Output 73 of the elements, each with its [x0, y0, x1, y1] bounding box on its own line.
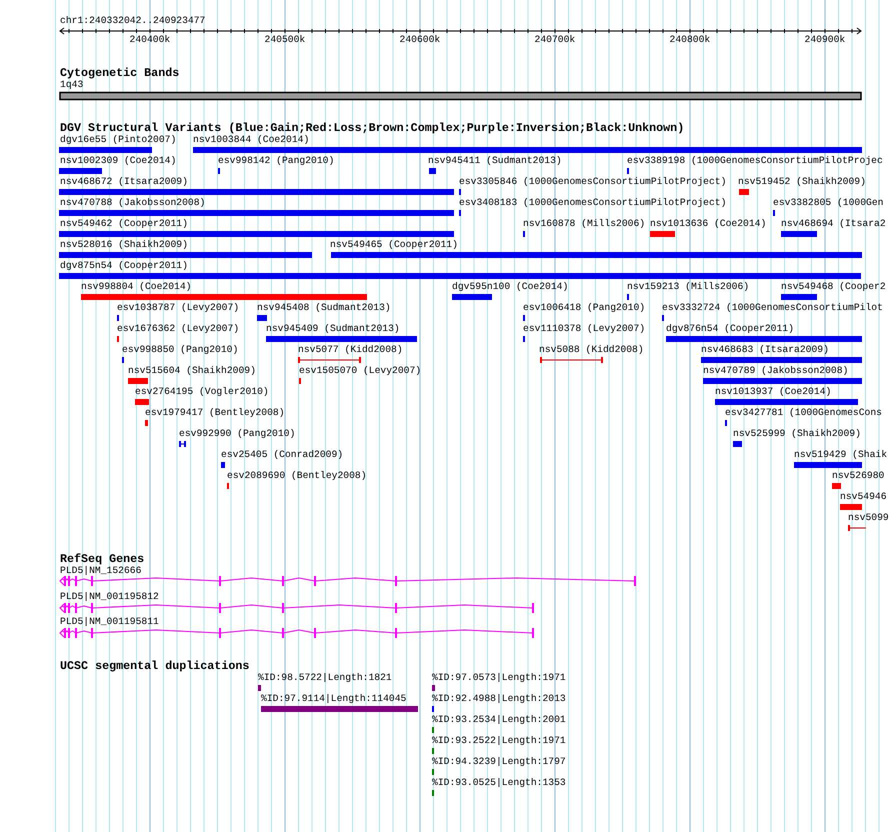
tick-label: 240600k: [400, 35, 440, 45]
variant-label: nsv5088 (Kidd2008): [539, 345, 644, 355]
variant-label: esv992990 (Pang2010): [179, 429, 296, 439]
variant-label: esv1676362 (Levy2007): [117, 324, 240, 334]
variant-label: nsv945411 (Sudmant2013): [428, 156, 562, 166]
tick-label: 240900k: [804, 35, 846, 45]
variant-label: nsv1002309 (Coe2014): [60, 156, 176, 166]
duplication-label: %ID:97.9114|Length:114045: [261, 694, 406, 704]
variant-label: nsv160878 (Mills2006): [523, 219, 646, 229]
variant-label: nsv528016 (Shaikh2009): [60, 240, 188, 250]
track-title: Cytogenetic Bands: [60, 68, 180, 79]
variant-label: nsv945408 (Sudmant2013): [257, 303, 391, 313]
variant-label: nsv549462 (Cooper2011): [60, 219, 188, 229]
duplication-label: %ID:98.5722|Length:1821: [258, 673, 392, 683]
variant-label: nsv5077 (Kidd2008): [298, 345, 403, 355]
variant-label: esv1038787 (Levy2007): [117, 303, 240, 313]
variant-label: nsv549468 (Cooper2: [781, 282, 886, 292]
variant-label: esv1006418 (Pang2010): [523, 303, 646, 313]
variant-label: nsv159213 (Mills2006): [627, 282, 750, 292]
duplication-label: %ID:97.0573|Length:1971: [432, 673, 566, 683]
variant-label: esv3305846 (1000GenomesConsortiumPilotProject): [459, 177, 726, 187]
variant-label: esv3332724 (1000GenomesConsortiumPilot: [662, 303, 883, 313]
duplication-label: %ID:93.2522|Length:1971: [432, 736, 566, 746]
variant-label: nsv525999 (Shaikh2009): [733, 429, 861, 439]
tick-label: 240500k: [264, 35, 306, 45]
variant-label: esv3408183 (1000GenomesConsortiumPilotProject): [459, 198, 726, 208]
variant-label: esv1505070 (Levy2007): [299, 366, 422, 376]
variant-label: nsv54946: [840, 492, 887, 502]
variant-label: nsv468694 (Itsara2: [781, 219, 886, 229]
variant-label: esv1110378 (Levy2007): [523, 324, 646, 334]
variant-label: nsv5099: [848, 513, 889, 523]
variant-label: esv25405 (Conrad2009): [221, 450, 344, 460]
duplication-label: %ID:93.0525|Length:1353: [432, 778, 566, 788]
variant-label: nsv1003844 (Coe2014): [193, 135, 310, 145]
tick-label: 240800k: [670, 35, 710, 45]
variant-label: esv3382805 (1000Gen: [773, 198, 884, 208]
variant-label: nsv468683 (Itsara2009): [701, 345, 829, 355]
gene-label: PLD5|NM_001195811: [60, 617, 159, 627]
variant-label: nsv1013937 (Coe2014): [715, 387, 832, 397]
band-label: 1q43: [60, 80, 84, 90]
variant-label: esv998850 (Pang2010): [122, 345, 238, 355]
tick-label: 240700k: [534, 35, 576, 45]
tick-label: 240400k: [130, 35, 170, 45]
variant-label: nsv945409 (Sudmant2013): [266, 324, 400, 334]
variant-label: nsv468672 (Itsara2009): [60, 177, 188, 187]
variant-label: esv998142 (Pang2010): [218, 156, 334, 166]
variant-label: nsv470789 (Jakobsson2008): [703, 366, 848, 376]
variant-label: nsv519452 (Shaikh2009): [738, 177, 866, 187]
duplication-label: %ID:92.4988|Length:2013: [432, 694, 566, 704]
track-title: DGV Structural Variants (Blue:Gain;Red:Loss;Brown:Complex;Purple:Inversion;Black:Unknown): [60, 123, 684, 134]
variant-label: nsv549465 (Cooper2011): [330, 240, 458, 250]
variant-label: esv2089690 (Bentley2008): [227, 471, 367, 481]
variant-label: nsv515604 (Shaikh2009): [128, 366, 256, 376]
variant-label: esv1979417 (Bentley2008): [145, 408, 285, 418]
variant-label: dgv876n54 (Cooper2011): [666, 324, 794, 334]
track-title: UCSC segmental duplications: [60, 661, 250, 672]
variant-label: esv3427781 (1000GenomesCons: [725, 408, 882, 418]
variant-label: dgv595n100 (Coe2014): [452, 282, 568, 292]
duplication-label: %ID:93.2534|Length:2001: [432, 715, 566, 725]
track-title: RefSeq Genes: [60, 554, 144, 565]
variant-label: esv2764195 (Vogler2010): [135, 387, 269, 397]
variant-label: nsv519429 (Shaik: [794, 450, 888, 460]
variant-label: nsv470788 (Jakobsson2008): [60, 198, 206, 208]
variant-label: dgv875n54 (Cooper2011): [60, 261, 188, 271]
position-label: chr1:240332042..240923477: [60, 16, 206, 26]
variant-label: nsv998804 (Coe2014): [81, 282, 192, 292]
variant-label: esv3389198 (1000GenomesConsortiumPilotProjec: [627, 156, 883, 166]
variant-label: nsv1013636 (Coe2014): [650, 219, 766, 229]
variant-label: nsv526980: [832, 471, 884, 481]
gene-label: PLD5|NM_001195812: [60, 592, 159, 602]
duplication-label: %ID:94.3239|Length:1797: [432, 757, 566, 767]
variant-label: dgv16e55 (Pinto2007): [60, 135, 176, 145]
gene-label: PLD5|NM_152666: [60, 566, 142, 576]
